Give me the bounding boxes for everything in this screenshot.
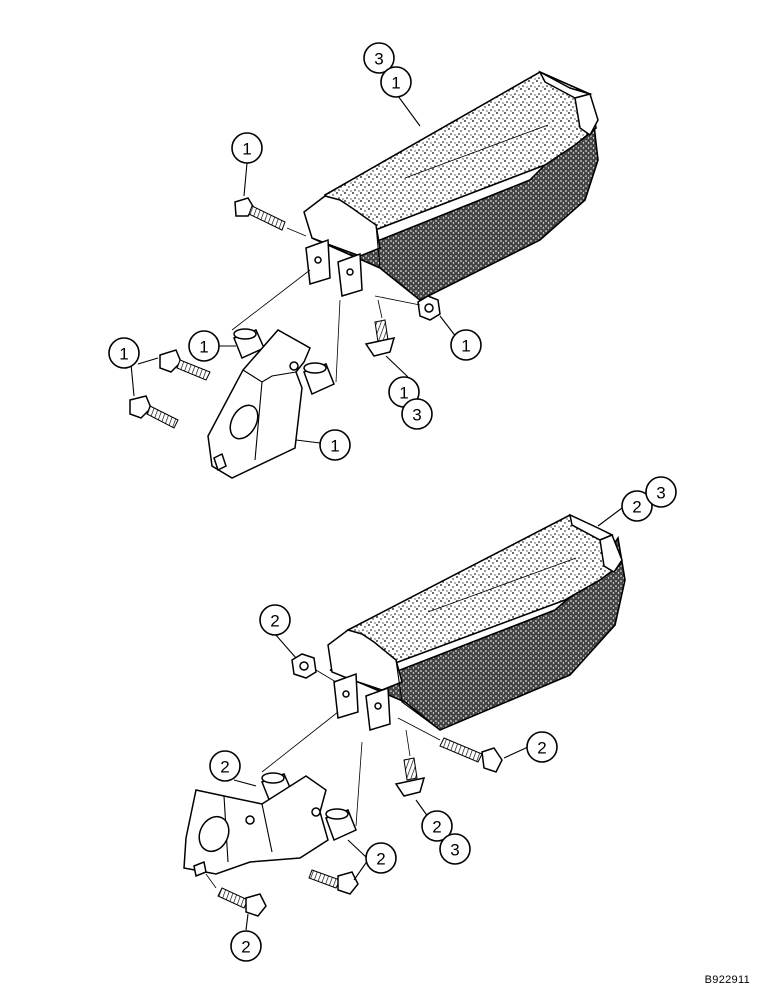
svg-text:2: 2 bbox=[270, 612, 279, 631]
bottom-armrest-pad bbox=[327, 513, 626, 731]
top-nut bbox=[417, 295, 441, 321]
top-bolt bbox=[234, 197, 286, 231]
svg-text:2: 2 bbox=[220, 758, 229, 777]
top-bracket-bolts bbox=[129, 349, 211, 429]
callout-top-bolt: 1 bbox=[231, 132, 263, 164]
svg-text:1: 1 bbox=[199, 338, 208, 357]
top-pad-hinge bbox=[305, 238, 363, 297]
callout-top-pad-b: 1 bbox=[380, 66, 412, 98]
svg-text:1: 1 bbox=[391, 74, 400, 93]
callout-bottom-nut: 2 bbox=[259, 604, 291, 636]
bottom-pad-hinge bbox=[333, 672, 391, 731]
callout-bottom-pad-a: 2 bbox=[621, 490, 653, 522]
callout-bottom-lower-bolt: 2 bbox=[230, 930, 262, 962]
svg-text:2: 2 bbox=[537, 739, 546, 758]
svg-text:3: 3 bbox=[412, 406, 421, 425]
callout-top-nut: 1 bbox=[450, 329, 482, 361]
callout-top-spacer: 1 bbox=[188, 330, 220, 362]
callout-bottom-bracket-bolt: 2 bbox=[365, 842, 397, 874]
bottom-spacers bbox=[261, 772, 357, 842]
bottom-bolt bbox=[439, 737, 503, 773]
figure-id: B922911 bbox=[704, 974, 750, 986]
bottom-leader-lines bbox=[205, 669, 441, 889]
svg-text:2: 2 bbox=[432, 818, 441, 837]
bottom-bracket-bolts bbox=[217, 869, 359, 917]
top-armrest-pad bbox=[303, 70, 599, 301]
svg-text:2: 2 bbox=[376, 850, 385, 869]
callout-bottom-spacer: 2 bbox=[209, 750, 241, 782]
svg-text:1: 1 bbox=[330, 437, 339, 456]
svg-text:1: 1 bbox=[399, 384, 408, 403]
top-leader-lines bbox=[231, 227, 421, 383]
callout-bottom-bolt: 2 bbox=[526, 731, 558, 763]
top-spacers bbox=[233, 328, 335, 396]
bottom-nut bbox=[291, 653, 317, 679]
callout-top-bracket: 1 bbox=[319, 429, 351, 461]
callout-bottom-screw-a: 2 bbox=[421, 810, 453, 842]
top-mounting-bracket bbox=[207, 329, 311, 479]
bottom-mounting-bracket bbox=[183, 775, 329, 878]
callout-top-pad-a: 3 bbox=[363, 42, 395, 74]
top-assembly bbox=[129, 70, 599, 479]
svg-text:3: 3 bbox=[656, 484, 665, 503]
svg-text:2: 2 bbox=[241, 938, 250, 957]
callout-top-screw-b: 3 bbox=[401, 398, 433, 430]
svg-text:3: 3 bbox=[374, 50, 383, 69]
svg-text:2: 2 bbox=[632, 498, 641, 517]
callout-bottom-pad-b: 3 bbox=[645, 476, 677, 508]
callout-top-bracket-bolts: 1 bbox=[108, 337, 140, 369]
callout-bottom-screw-b: 3 bbox=[439, 833, 471, 865]
svg-text:1: 1 bbox=[461, 337, 470, 356]
bottom-countersunk-screw bbox=[394, 757, 426, 797]
bottom-assembly bbox=[183, 513, 626, 917]
svg-text:1: 1 bbox=[119, 345, 128, 364]
top-countersunk-screw bbox=[364, 319, 396, 357]
svg-text:1: 1 bbox=[242, 140, 251, 159]
svg-text:3: 3 bbox=[450, 841, 459, 860]
